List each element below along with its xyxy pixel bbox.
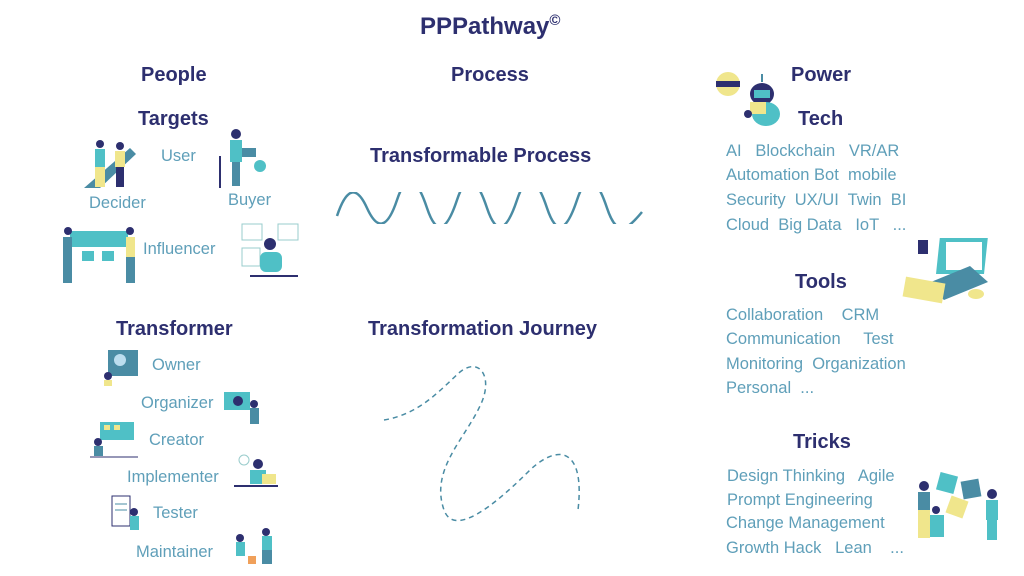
- transformer-heading: Transformer: [116, 318, 233, 340]
- process-heading: Process: [451, 64, 529, 86]
- owner-illustration: [104, 350, 138, 386]
- tools-line: Collaboration CRM: [726, 306, 880, 324]
- title-text: PPPathway: [420, 13, 550, 40]
- role-buyer: Buyer: [228, 191, 272, 209]
- tools-heading: Tools: [795, 271, 847, 293]
- wave-line-illustration: [335, 192, 643, 224]
- influencer-desk-illustration: [241, 223, 299, 277]
- role-implementer: Implementer: [127, 468, 219, 486]
- tech-line: Security UX/UI Twin BI: [726, 191, 907, 209]
- tools-line: Communication Test: [726, 330, 894, 348]
- copyright-mark: ©: [549, 12, 561, 29]
- role-user: User: [161, 147, 196, 165]
- transformable-process-label: Transformable Process: [370, 145, 592, 167]
- puzzle-team-illustration: [918, 472, 998, 540]
- laptop-illustration: [902, 238, 988, 304]
- tech-line: Automation Bot mobile: [726, 166, 897, 184]
- tricks-line: Growth Hack Lean ...: [726, 539, 904, 557]
- people-heading: People: [141, 64, 207, 86]
- role-decider: Decider: [89, 194, 146, 212]
- page-title: PPPathway©: [420, 12, 560, 41]
- maintainer-illustration: [236, 528, 272, 564]
- decider-illustration: [84, 140, 136, 188]
- robot-illustration: [716, 72, 780, 126]
- tricks-line: Change Management: [726, 514, 885, 532]
- role-organizer: Organizer: [141, 394, 214, 412]
- role-influencer: Influencer: [143, 240, 216, 258]
- buyer-illustration: [219, 129, 266, 188]
- tricks-line: Prompt Engineering: [727, 491, 873, 509]
- tech-line: Cloud Big Data IoT ...: [726, 216, 907, 234]
- tech-line: AI Blockchain VR/AR: [726, 142, 900, 160]
- organizer-illustration: [224, 392, 259, 424]
- role-creator: Creator: [149, 431, 205, 449]
- tech-heading: Tech: [798, 108, 844, 130]
- role-owner: Owner: [152, 356, 201, 374]
- role-tester: Tester: [153, 504, 198, 522]
- creator-illustration: [90, 422, 138, 458]
- dashed-path-illustration: [383, 365, 580, 522]
- targets-heading: Targets: [138, 108, 209, 130]
- tricks-heading: Tricks: [793, 431, 851, 453]
- influencer-people-illustration: [63, 227, 135, 283]
- tools-line: Personal ...: [726, 379, 815, 397]
- transformation-journey-label: Transformation Journey: [368, 318, 597, 340]
- power-heading: Power: [791, 64, 852, 86]
- role-maintainer: Maintainer: [136, 543, 214, 561]
- implementer-illustration: [234, 454, 278, 487]
- tester-illustration: [111, 495, 139, 530]
- tricks-line: Design Thinking Agile: [727, 467, 895, 485]
- tools-line: Monitoring Organization: [726, 355, 906, 373]
